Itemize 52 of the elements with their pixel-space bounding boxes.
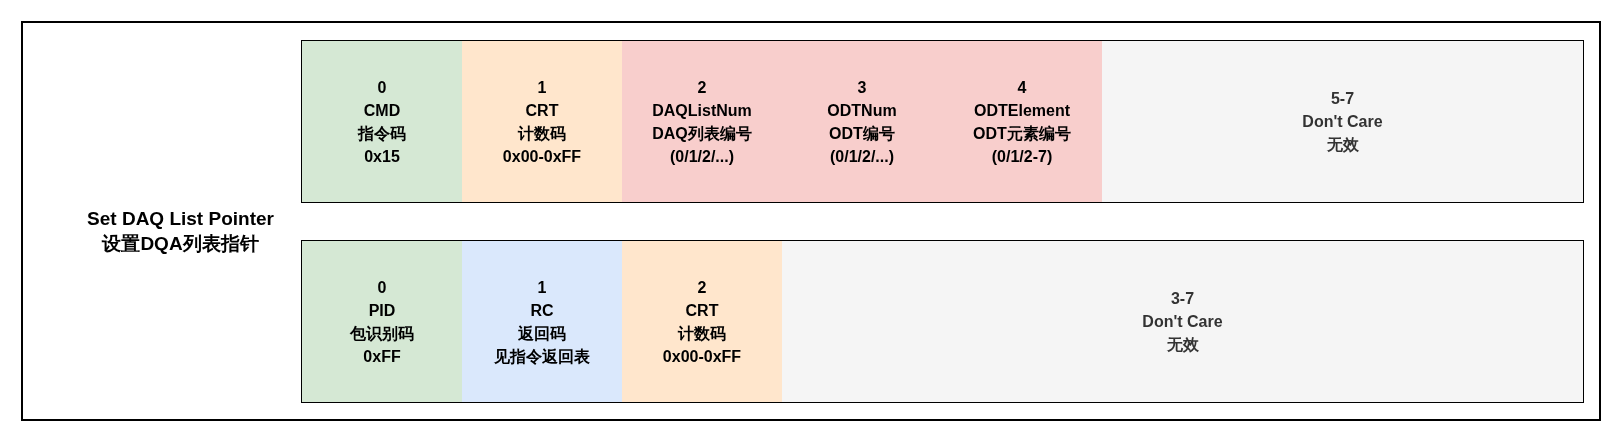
field-text: ODTNum [827, 100, 897, 121]
field-text: 3-7 [1170, 289, 1195, 309]
field-text: 1 [537, 277, 547, 298]
field-text: (0/1/2/...) [670, 146, 734, 167]
field-text: 2 [697, 277, 707, 298]
byte-field [622, 41, 782, 202]
field-text: Don't Care [1302, 112, 1383, 132]
title-text: Set DAQ List Pointer [87, 207, 274, 231]
field-text: 无效 [1166, 335, 1199, 355]
field-text: 包识别码 [350, 323, 414, 344]
field-text: 指令码 [358, 123, 406, 144]
field-text: RC [530, 300, 554, 321]
field-text: 计数码 [518, 123, 566, 144]
field-text: DAQListNum [652, 100, 752, 121]
field-text: CRT [685, 300, 719, 321]
field-text: 1 [537, 77, 547, 98]
field-text: (0/1/2-7) [991, 146, 1053, 167]
field-text: CMD [363, 100, 401, 121]
byte-field [302, 41, 462, 202]
field-text: ODT编号 [829, 123, 895, 144]
byte-field [462, 41, 622, 202]
packet-row [301, 240, 1584, 403]
field-text: 无效 [1326, 135, 1359, 155]
field-text: 0x15 [364, 146, 400, 167]
byte-field [942, 41, 1102, 202]
field-text: 3 [857, 77, 867, 98]
field-text: 0x00-0xFF [662, 346, 742, 367]
byte-field [462, 241, 622, 402]
unused-byte-field [782, 241, 1583, 402]
field-text: Don't Care [1142, 312, 1223, 332]
unused-byte-field [1102, 41, 1583, 202]
field-text: 0 [377, 277, 387, 298]
field-text: 2 [697, 77, 707, 98]
title-text: 设置DQA列表指针 [102, 232, 259, 256]
field-text: PID [368, 300, 396, 321]
field-text: ODTElement [974, 100, 1070, 121]
field-text: 4 [1017, 77, 1027, 98]
field-text: ODT元素编号 [973, 123, 1071, 144]
field-text: CRT [525, 100, 559, 121]
field-text: 见指令返回表 [494, 346, 590, 367]
field-text: 5-7 [1330, 89, 1355, 109]
field-text: 计数码 [678, 323, 726, 344]
byte-field [302, 241, 462, 402]
field-text: 0x00-0xFF [502, 146, 582, 167]
field-text: 返回码 [518, 323, 566, 344]
field-text: 0 [377, 77, 387, 98]
diagram-frame [21, 21, 1601, 421]
field-text: (0/1/2/...) [830, 146, 894, 167]
byte-field [622, 241, 782, 402]
packet-row [301, 40, 1584, 203]
field-text: DAQ列表编号 [652, 123, 752, 144]
field-text: 0xFF [363, 346, 401, 367]
